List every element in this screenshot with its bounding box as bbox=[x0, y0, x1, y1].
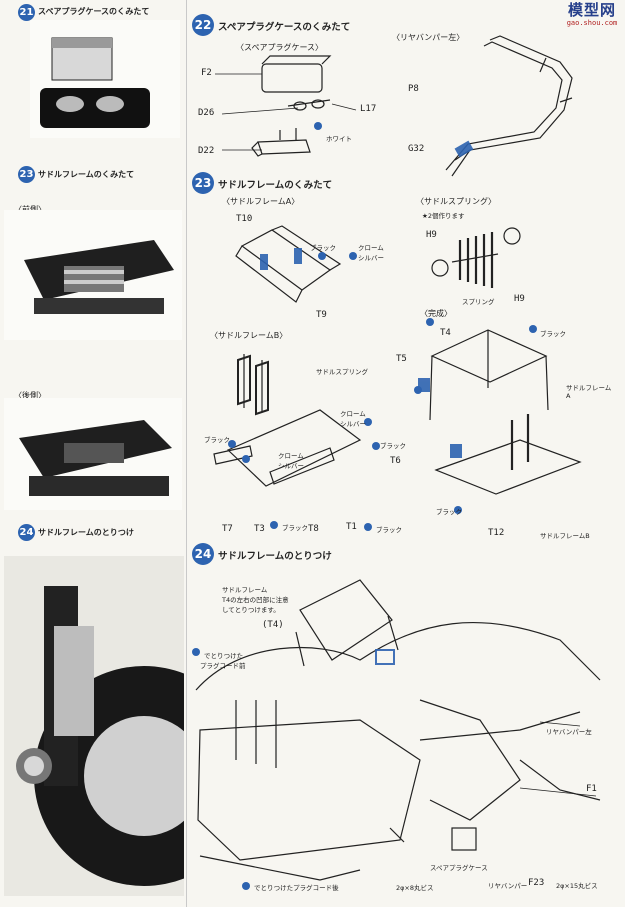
part-f2: F2 bbox=[201, 68, 212, 78]
screw-2x15-label: 2φ×15丸ビス bbox=[556, 882, 598, 890]
black-label-c1: ブラック bbox=[540, 330, 566, 338]
site-watermark-logo: 模型网 gao.shou.com bbox=[563, 2, 621, 34]
screw-2x8-label: 2φ×8丸ビス bbox=[396, 884, 434, 892]
part-h9-top: H9 bbox=[426, 230, 437, 240]
rear-bumper-label: リヤバンパー bbox=[488, 882, 528, 890]
photo-saddle-frame-rear bbox=[4, 398, 182, 510]
mount-note-line2: T4の左右の凹部に注意 bbox=[222, 596, 289, 604]
silver-label-a: シルバー bbox=[358, 254, 384, 262]
part-t7: T7 bbox=[222, 524, 233, 534]
step-23-number: 23 bbox=[192, 172, 214, 194]
chrome-label-a: クローム bbox=[358, 244, 384, 252]
column-divider bbox=[186, 0, 187, 907]
black-label-b2: ブラック bbox=[282, 524, 308, 532]
silver-label-b: シルバー bbox=[340, 420, 366, 428]
part-f1: F1 bbox=[586, 784, 597, 794]
chrome-label-b2: クローム bbox=[278, 452, 304, 460]
photo-saddle-frame-mounted bbox=[4, 556, 184, 896]
step-22-title: スペアプラグケースのくみたて bbox=[218, 22, 351, 33]
part-g32: G32 bbox=[408, 144, 425, 154]
part-t4: T4 bbox=[440, 328, 451, 338]
saddle-frame-a-subtitle: 〈サドルフレームA〉 bbox=[222, 197, 300, 206]
photo-saddle-frame-front bbox=[4, 210, 182, 340]
saddle-spring-label: サドルスプリング bbox=[316, 368, 368, 376]
step-24-photo-number: 24 bbox=[18, 524, 35, 541]
part-p8: P8 bbox=[408, 84, 419, 94]
black-label-b3: ブラック bbox=[376, 526, 402, 534]
black-label-c3: ブラック bbox=[436, 508, 462, 516]
part-t12: T12 bbox=[488, 528, 505, 538]
step-24-title: サドルフレームのとりつけ bbox=[218, 551, 332, 562]
step-23-photo-title: サドルフレームのくみたて bbox=[38, 170, 135, 179]
step-22-number: 22 bbox=[192, 14, 214, 36]
rear-side-label: 〈後側〉 bbox=[14, 391, 46, 400]
saddle-frame-b-subtitle: 〈サドルフレームB〉 bbox=[210, 331, 288, 340]
part-t10: T10 bbox=[236, 214, 253, 224]
saddle-frame-a-word: サドルフレーム bbox=[566, 384, 612, 392]
white-paint-label: ホワイト bbox=[326, 135, 352, 143]
plug-cord-front-line2: プラグコード前 bbox=[200, 662, 246, 670]
step-24-photo-title: サドルフレームのとりつけ bbox=[38, 528, 134, 537]
plug-cord-front-line1: でとりつけた bbox=[204, 652, 244, 660]
rear-bumper-left-subtitle: 〈リヤバンパー左〉 bbox=[392, 33, 465, 42]
part-t3: T3 bbox=[254, 524, 265, 534]
part-l17: L17 bbox=[360, 104, 377, 114]
spring-label: スプリング bbox=[462, 298, 495, 306]
finished-subtitle: 〈完成〉 bbox=[420, 309, 452, 318]
part-t8: T8 bbox=[308, 524, 319, 534]
chrome-label-b: クローム bbox=[340, 410, 366, 418]
part-t6: T6 bbox=[390, 456, 401, 466]
part-t9: T9 bbox=[316, 310, 327, 320]
mount-note-line3: してとりつけます。 bbox=[222, 606, 280, 614]
step-23-title: サドルフレームのくみたて bbox=[218, 180, 333, 191]
step-21-number: 21 bbox=[18, 4, 35, 21]
saddle-spring-subtitle: 〈サドルスプリング〉 bbox=[416, 197, 496, 206]
spare-plug-case-subtitle: 〈スペアプラグケース〉 bbox=[236, 43, 324, 52]
front-side-label: 〈前側〉 bbox=[14, 204, 46, 215]
part-t1: T1 bbox=[346, 522, 357, 532]
watermark-title: 模型网 bbox=[567, 1, 616, 19]
part-t4-ref: (T4) bbox=[262, 620, 284, 630]
make-two-note: ★2個作ります bbox=[422, 212, 465, 220]
part-f23: F23 bbox=[528, 878, 545, 888]
step-21-photo-title: スペアプラグケースのくみたて bbox=[38, 7, 150, 16]
saddle-frame-b-label: サドルフレームB bbox=[540, 532, 590, 540]
black-label-a1: ブラック bbox=[310, 244, 336, 252]
part-h9-bottom: H9 bbox=[514, 294, 525, 304]
step-23-photo-number: 23 bbox=[18, 166, 35, 183]
rear-bumper-left-label: リヤバンパー左 bbox=[546, 728, 592, 736]
plug-cord-rear-label: でとりつけたプラグコード後 bbox=[254, 884, 339, 892]
saddle-frame-a-letter: A bbox=[566, 392, 571, 400]
photo-spare-plug-case bbox=[30, 20, 180, 138]
step-24-number: 24 bbox=[192, 543, 214, 565]
spare-plug-case-label: スペアプラグケース bbox=[430, 864, 488, 872]
part-d22: D22 bbox=[198, 146, 215, 156]
black-label-b1: ブラック bbox=[204, 436, 230, 444]
part-t5: T5 bbox=[396, 354, 407, 364]
silver-label-b2: シルバー bbox=[278, 462, 304, 470]
black-label-c2: ブラック bbox=[380, 442, 406, 450]
part-d26: D26 bbox=[198, 108, 215, 118]
watermark-url: gao.shou.com bbox=[566, 19, 618, 27]
mount-note-line1: サドルフレーム bbox=[222, 586, 268, 594]
